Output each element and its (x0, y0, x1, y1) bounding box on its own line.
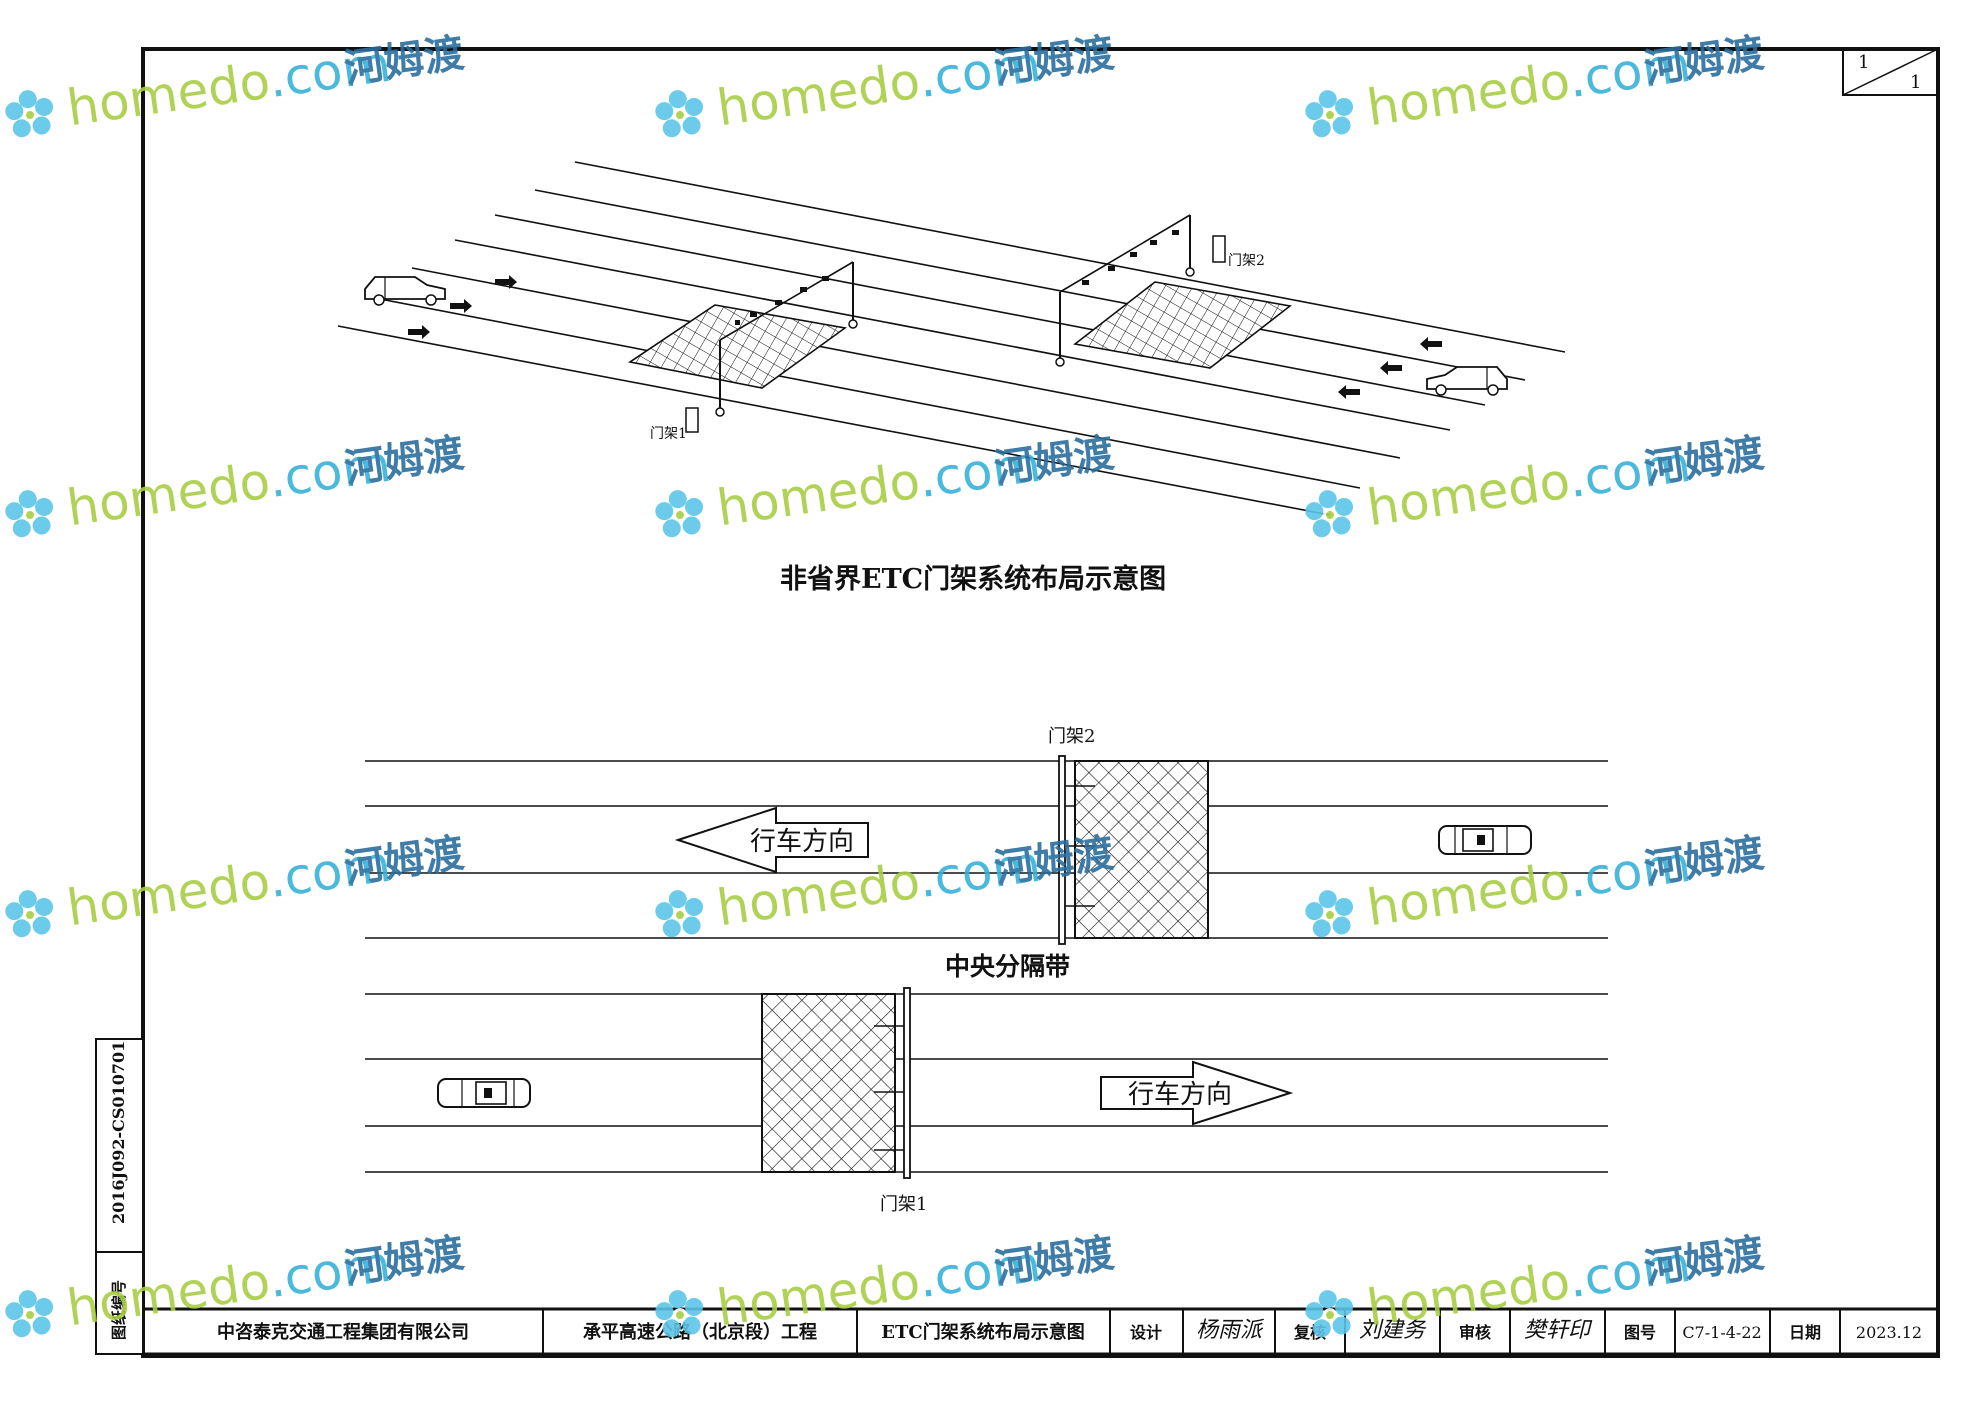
mesh-zone-2 (1074, 760, 1209, 939)
car-icon (437, 1078, 531, 1108)
drawing-number-label: 图号 (1624, 1323, 1656, 1342)
project-name: 承平高速公路（北京段）工程 (583, 1321, 817, 1343)
watermark-text: homedo.com (1363, 835, 1694, 938)
arrow-left-icon (1338, 385, 1360, 399)
audit-label: 审核 (1459, 1323, 1491, 1342)
iso-view: 门架1 门架2 非省界ETC门架系统布局示意图 (337, 161, 1566, 595)
review-signature: 刘建务 (1359, 1318, 1427, 1343)
homedo-flower-icon (2, 886, 57, 940)
design-signature: 杨雨派 (1196, 1318, 1265, 1343)
iso-lane-line (411, 267, 1401, 459)
watermark-text: homedo.com (1363, 35, 1694, 138)
iso-gantry-2-label: 门架2 (1228, 253, 1265, 269)
page-number-box: 1 1 (1842, 48, 1939, 96)
sheet-border (141, 47, 1940, 1358)
median-label: 中央分隔带 (945, 952, 1070, 981)
homedo-flower-icon (2, 486, 57, 540)
cabinet-icon (685, 407, 699, 433)
homedo-flower-icon (1302, 86, 1357, 140)
car-icon (1438, 825, 1532, 855)
iso-lane-line (534, 189, 1526, 381)
gantry-2-antennas (1065, 785, 1095, 907)
design-label: 设计 (1130, 1323, 1162, 1342)
arrow-right-icon (408, 325, 430, 339)
plan-view: 门架2 门架1 中央分隔带 行车方向 行车方向 (365, 726, 1608, 1215)
car-icon (1426, 366, 1508, 396)
gantry-1-antennas (874, 1025, 904, 1151)
title-block: 中咨泰克交通工程集团有限公司 承平高速公路（北京段）工程 ETC门架系统布局示意… (143, 1307, 1938, 1356)
gantry-1-beam (903, 987, 911, 1179)
gantry-2-beam (1058, 755, 1066, 945)
direction-arrow-left: 行车方向 (674, 806, 869, 874)
direction-right-label: 行车方向 (1128, 1080, 1232, 1110)
arrow-right-icon (450, 299, 472, 313)
homedo-flower-icon (1302, 486, 1357, 540)
side-code: 2016J092-CS010701 (109, 1041, 128, 1224)
iso-caption: 非省界ETC门架系统布局示意图 (780, 563, 1166, 595)
arrow-left-icon (1420, 337, 1442, 351)
iso-mesh-zone-1 (627, 304, 847, 389)
homedo-flower-icon (2, 1286, 57, 1340)
homedo-flower-icon (652, 886, 707, 940)
iso-lane-line (574, 161, 1566, 353)
gantry-2-label: 门架2 (1048, 726, 1095, 747)
audit-signature: 樊轩印 (1524, 1318, 1593, 1343)
drawing-number: C7-1-4-22 (1682, 1323, 1761, 1342)
iso-gantry-1 (685, 261, 858, 433)
company-name: 中咨泰克交通工程集团有限公司 (217, 1321, 469, 1343)
homedo-flower-icon (2, 86, 57, 140)
cabinet-icon (1212, 235, 1226, 263)
iso-lane-line (454, 239, 1451, 431)
date-value: 2023.12 (1856, 1323, 1922, 1342)
iso-mesh-zone-2 (1073, 281, 1292, 369)
iso-gantry-1-label: 门架1 (650, 426, 687, 442)
homedo-flower-icon (652, 486, 707, 540)
side-caption: 图纸编号 (110, 1280, 128, 1340)
iso-lane-line (337, 325, 1331, 516)
iso-lane-line (374, 297, 1361, 489)
direction-arrow-right: 行车方向 (1100, 1060, 1294, 1126)
side-label: 2016J092-CS010701 图纸编号 (95, 1038, 144, 1355)
drawing-title: ETC门架系统布局示意图 (881, 1321, 1084, 1343)
arrow-left-icon (1380, 361, 1402, 375)
page-current: 1 (1858, 52, 1869, 73)
car-icon (364, 276, 446, 306)
page-total: 1 (1910, 72, 1921, 93)
direction-left-label: 行车方向 (750, 827, 854, 857)
homedo-flower-icon (1302, 886, 1357, 940)
gantry-1-label: 门架1 (880, 1194, 927, 1215)
iso-gantry-2 (1055, 214, 1226, 367)
mesh-zone-1 (761, 993, 896, 1173)
iso-lane-line (494, 214, 1486, 406)
homedo-flower-icon (652, 86, 707, 140)
date-label: 日期 (1789, 1323, 1821, 1342)
